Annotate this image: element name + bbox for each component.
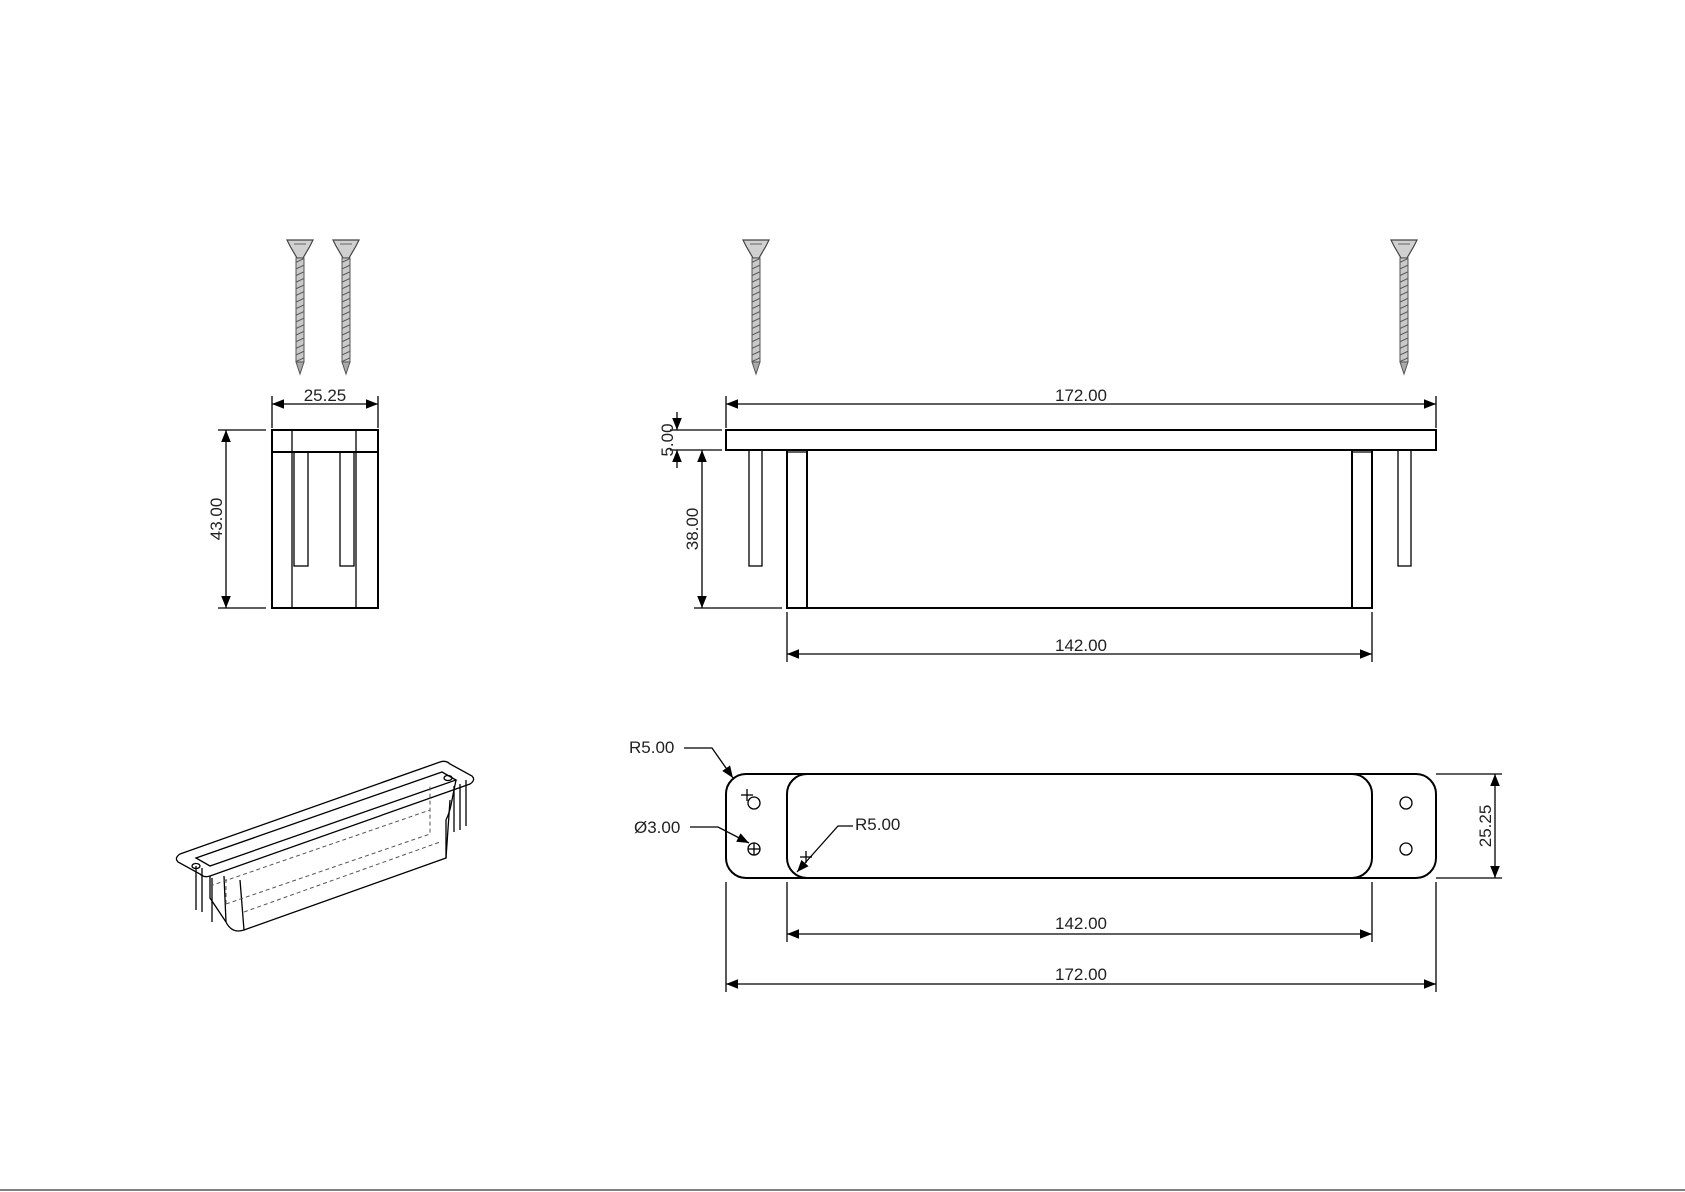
- top-inner-radius-label: R5.00: [855, 815, 900, 834]
- top-hole-diameter-label: Ø3.00: [634, 818, 680, 837]
- side-view: 25.25 43.00: [207, 386, 378, 608]
- screw-icon: [743, 240, 769, 374]
- top-view: R5.00 Ø3.00 R5.00 25.25 142.00 172.00: [629, 738, 1502, 992]
- side-height-dim: 43.00: [207, 498, 226, 541]
- front-leg-height-dim: 38.00: [683, 508, 702, 551]
- front-inner-length-dim: 142.00: [1055, 636, 1107, 655]
- screw-icon: [333, 240, 359, 374]
- front-view: 172.00 5.00 38.00 142.00: [658, 386, 1436, 662]
- side-width-dim: 25.25: [304, 386, 347, 405]
- top-inner-length-dim: 142.00: [1055, 914, 1107, 933]
- isometric-view: [176, 761, 473, 931]
- front-length-dim: 172.00: [1055, 386, 1107, 405]
- top-total-length-dim: 172.00: [1055, 965, 1107, 984]
- screw-icon: [287, 240, 313, 374]
- screws: [287, 240, 1417, 374]
- front-thickness-dim: 5.00: [658, 423, 677, 456]
- screw-icon: [1391, 240, 1417, 374]
- top-width-dim: 25.25: [1476, 805, 1495, 848]
- top-corner-radius-label: R5.00: [629, 738, 674, 757]
